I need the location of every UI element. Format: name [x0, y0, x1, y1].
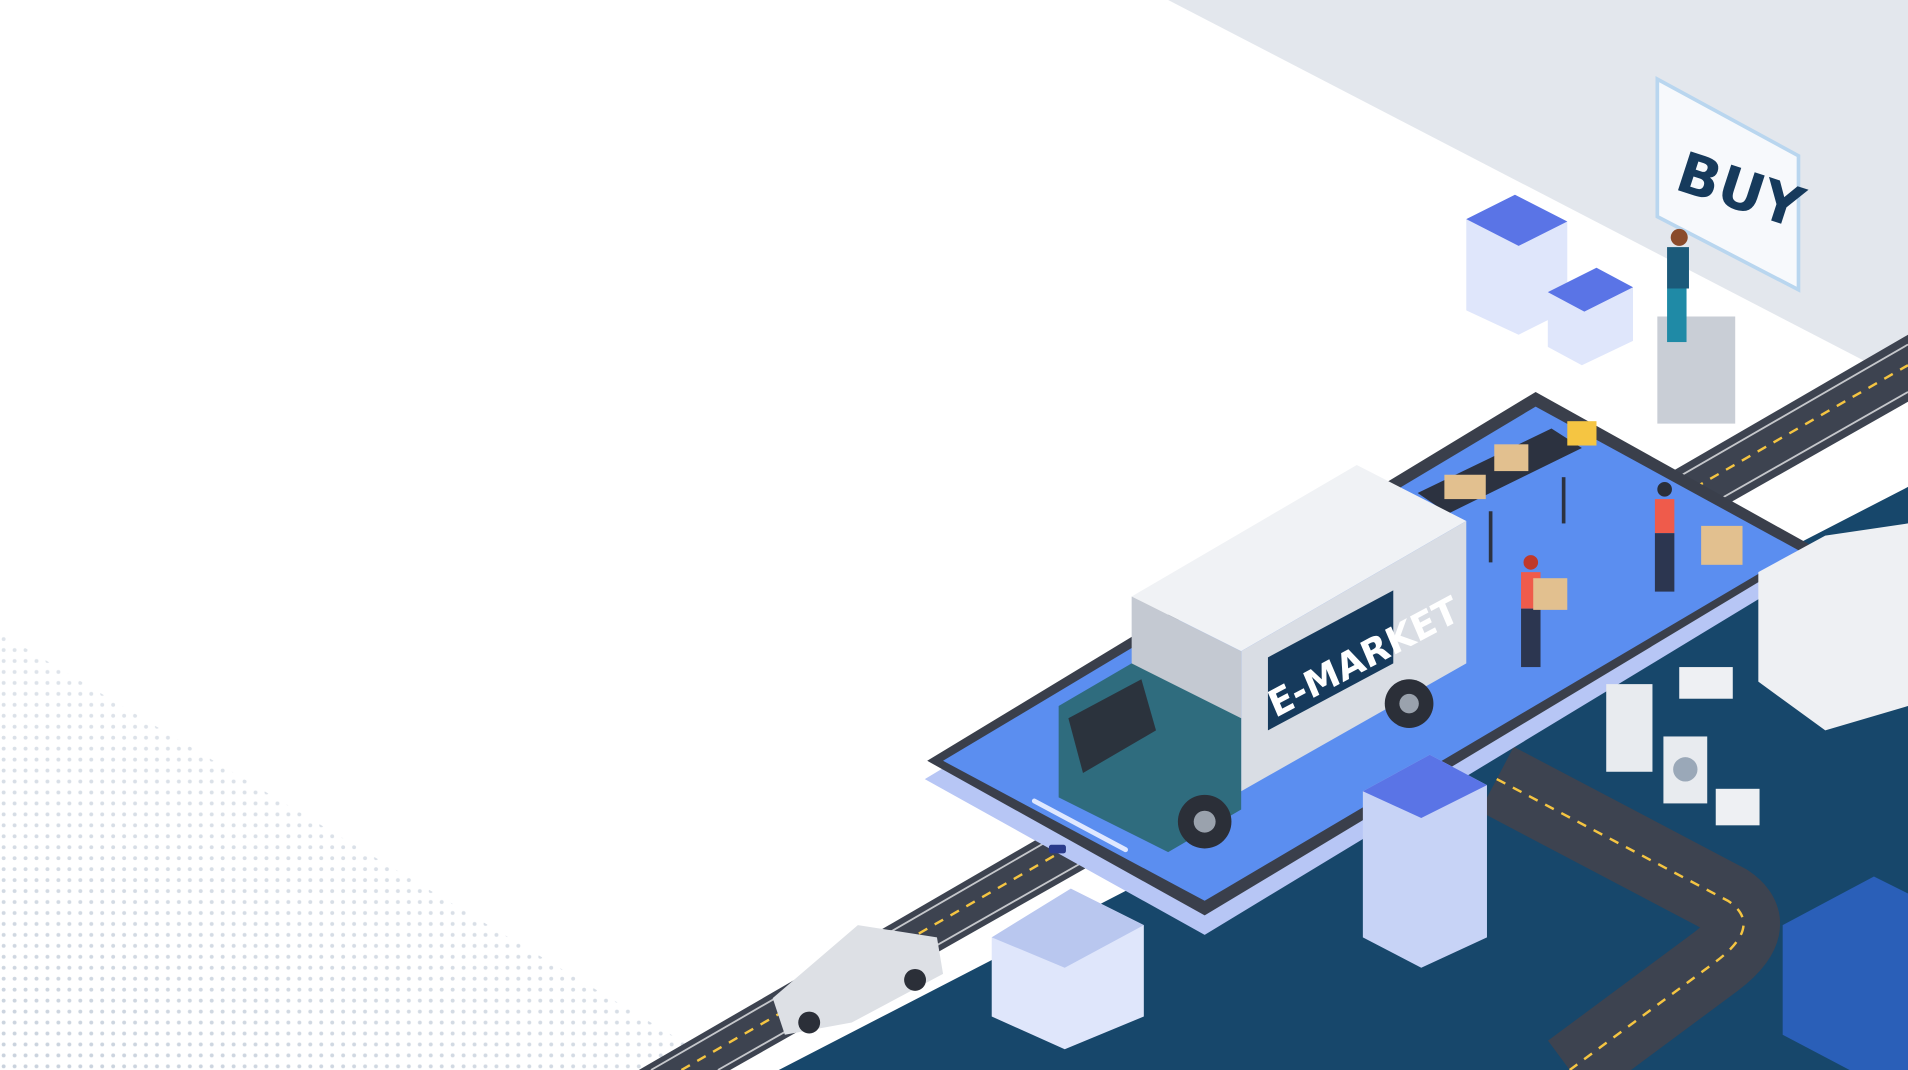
- shipping-container: [1782, 876, 1908, 1070]
- road-curve: [1479, 746, 1780, 1070]
- buildings: [991, 194, 1633, 1050]
- workers: [1521, 482, 1743, 668]
- car: [772, 925, 944, 1035]
- shopper: [1667, 228, 1689, 343]
- conveyor-belt: [1417, 421, 1597, 563]
- delivery-van: [1758, 523, 1908, 731]
- dot-pattern: [0, 632, 731, 1070]
- delivery-truck: E-MARKET: [1058, 465, 1467, 853]
- buy-sign: BUY: [1655, 76, 1813, 293]
